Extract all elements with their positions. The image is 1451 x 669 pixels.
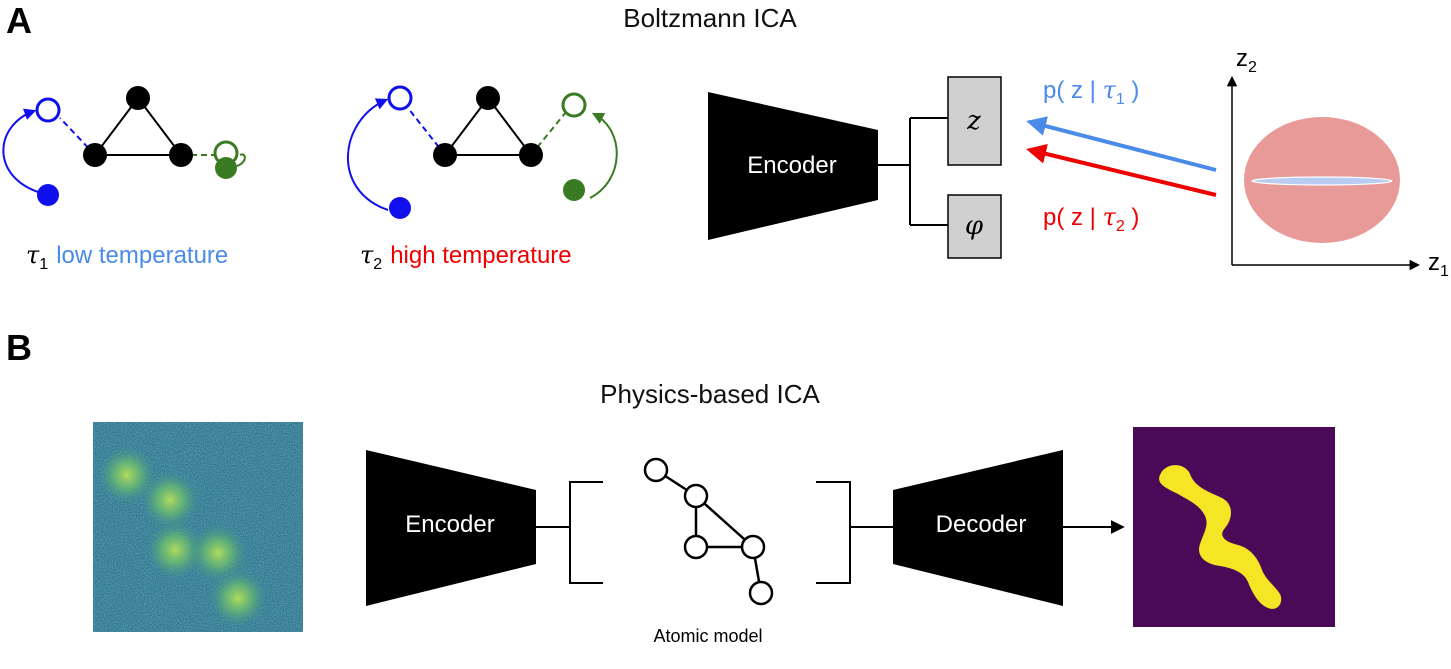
- encoder-block-b: [366, 450, 536, 606]
- decoder-block: [893, 450, 1063, 606]
- arrow-p-tau1: [1026, 116, 1217, 172]
- move-arrow-green: [589, 112, 618, 199]
- density-blob: [140, 470, 200, 530]
- atom: [519, 143, 543, 167]
- atom: [169, 143, 193, 167]
- density-blob: [188, 523, 248, 583]
- encoder-label: Encoder: [747, 152, 836, 179]
- decoder-label: Decoder: [936, 511, 1027, 538]
- axis-z2-label: z2: [1236, 45, 1257, 76]
- move-arrow-green-short: [236, 153, 246, 167]
- atom: [433, 143, 457, 167]
- high-temperature-molecule: [347, 85, 618, 219]
- decoded-image-background: [1133, 427, 1335, 627]
- atom-blue: [37, 184, 59, 206]
- target-position-blue: [35, 97, 61, 123]
- phi-label: φ: [965, 211, 984, 241]
- panel-b-letter: B: [6, 327, 32, 368]
- low-temperature-distribution: [1251, 176, 1393, 186]
- bond: [695, 495, 754, 548]
- density-blob: [145, 520, 205, 580]
- atom-green: [563, 179, 585, 201]
- target-position-green: [561, 92, 587, 118]
- atom-node: [683, 483, 709, 509]
- encoder-block: [708, 92, 878, 240]
- encoder-b-label: Encoder: [405, 511, 494, 538]
- atomic-model-label: Atomic model: [653, 626, 762, 646]
- left-bracket: [569, 481, 603, 584]
- panel-b-title: Physics-based ICA: [600, 379, 820, 409]
- atom-green: [215, 157, 237, 179]
- p-tau2-label: p( z | τ2 ): [1043, 203, 1139, 235]
- move-arrow-blue: [347, 98, 389, 211]
- atom-node: [643, 457, 669, 483]
- atom-node: [683, 534, 709, 560]
- z-box: [947, 76, 1002, 166]
- decoded-output-image: [1133, 427, 1335, 627]
- move-arrow-blue: [2, 108, 39, 193]
- noisy-input-image: [93, 422, 303, 632]
- atom: [126, 86, 150, 110]
- target-position-blue: [387, 85, 413, 111]
- atom-node: [748, 580, 774, 606]
- z-label: z: [966, 106, 981, 136]
- axis-z1-label: z1: [1428, 249, 1449, 280]
- panel-a-letter: A: [6, 0, 32, 41]
- right-bracket: [816, 481, 851, 584]
- density-blob: [208, 568, 268, 628]
- low-temperature-molecule: [2, 86, 246, 206]
- decoded-density: [1159, 465, 1282, 609]
- atom-blue: [389, 197, 411, 219]
- dashed-bond-blue: [59, 117, 96, 156]
- atomic-model-graph: [643, 457, 774, 606]
- panel-a-title: Boltzmann ICA: [623, 3, 797, 33]
- p-tau1-label: p( z | τ1 ): [1043, 76, 1139, 108]
- phi-box: [947, 194, 1002, 259]
- atom: [83, 143, 107, 167]
- atom: [476, 86, 500, 110]
- atom-node: [740, 534, 766, 560]
- arrow-p-tau2: [1026, 144, 1217, 197]
- split-bracket: [878, 117, 948, 226]
